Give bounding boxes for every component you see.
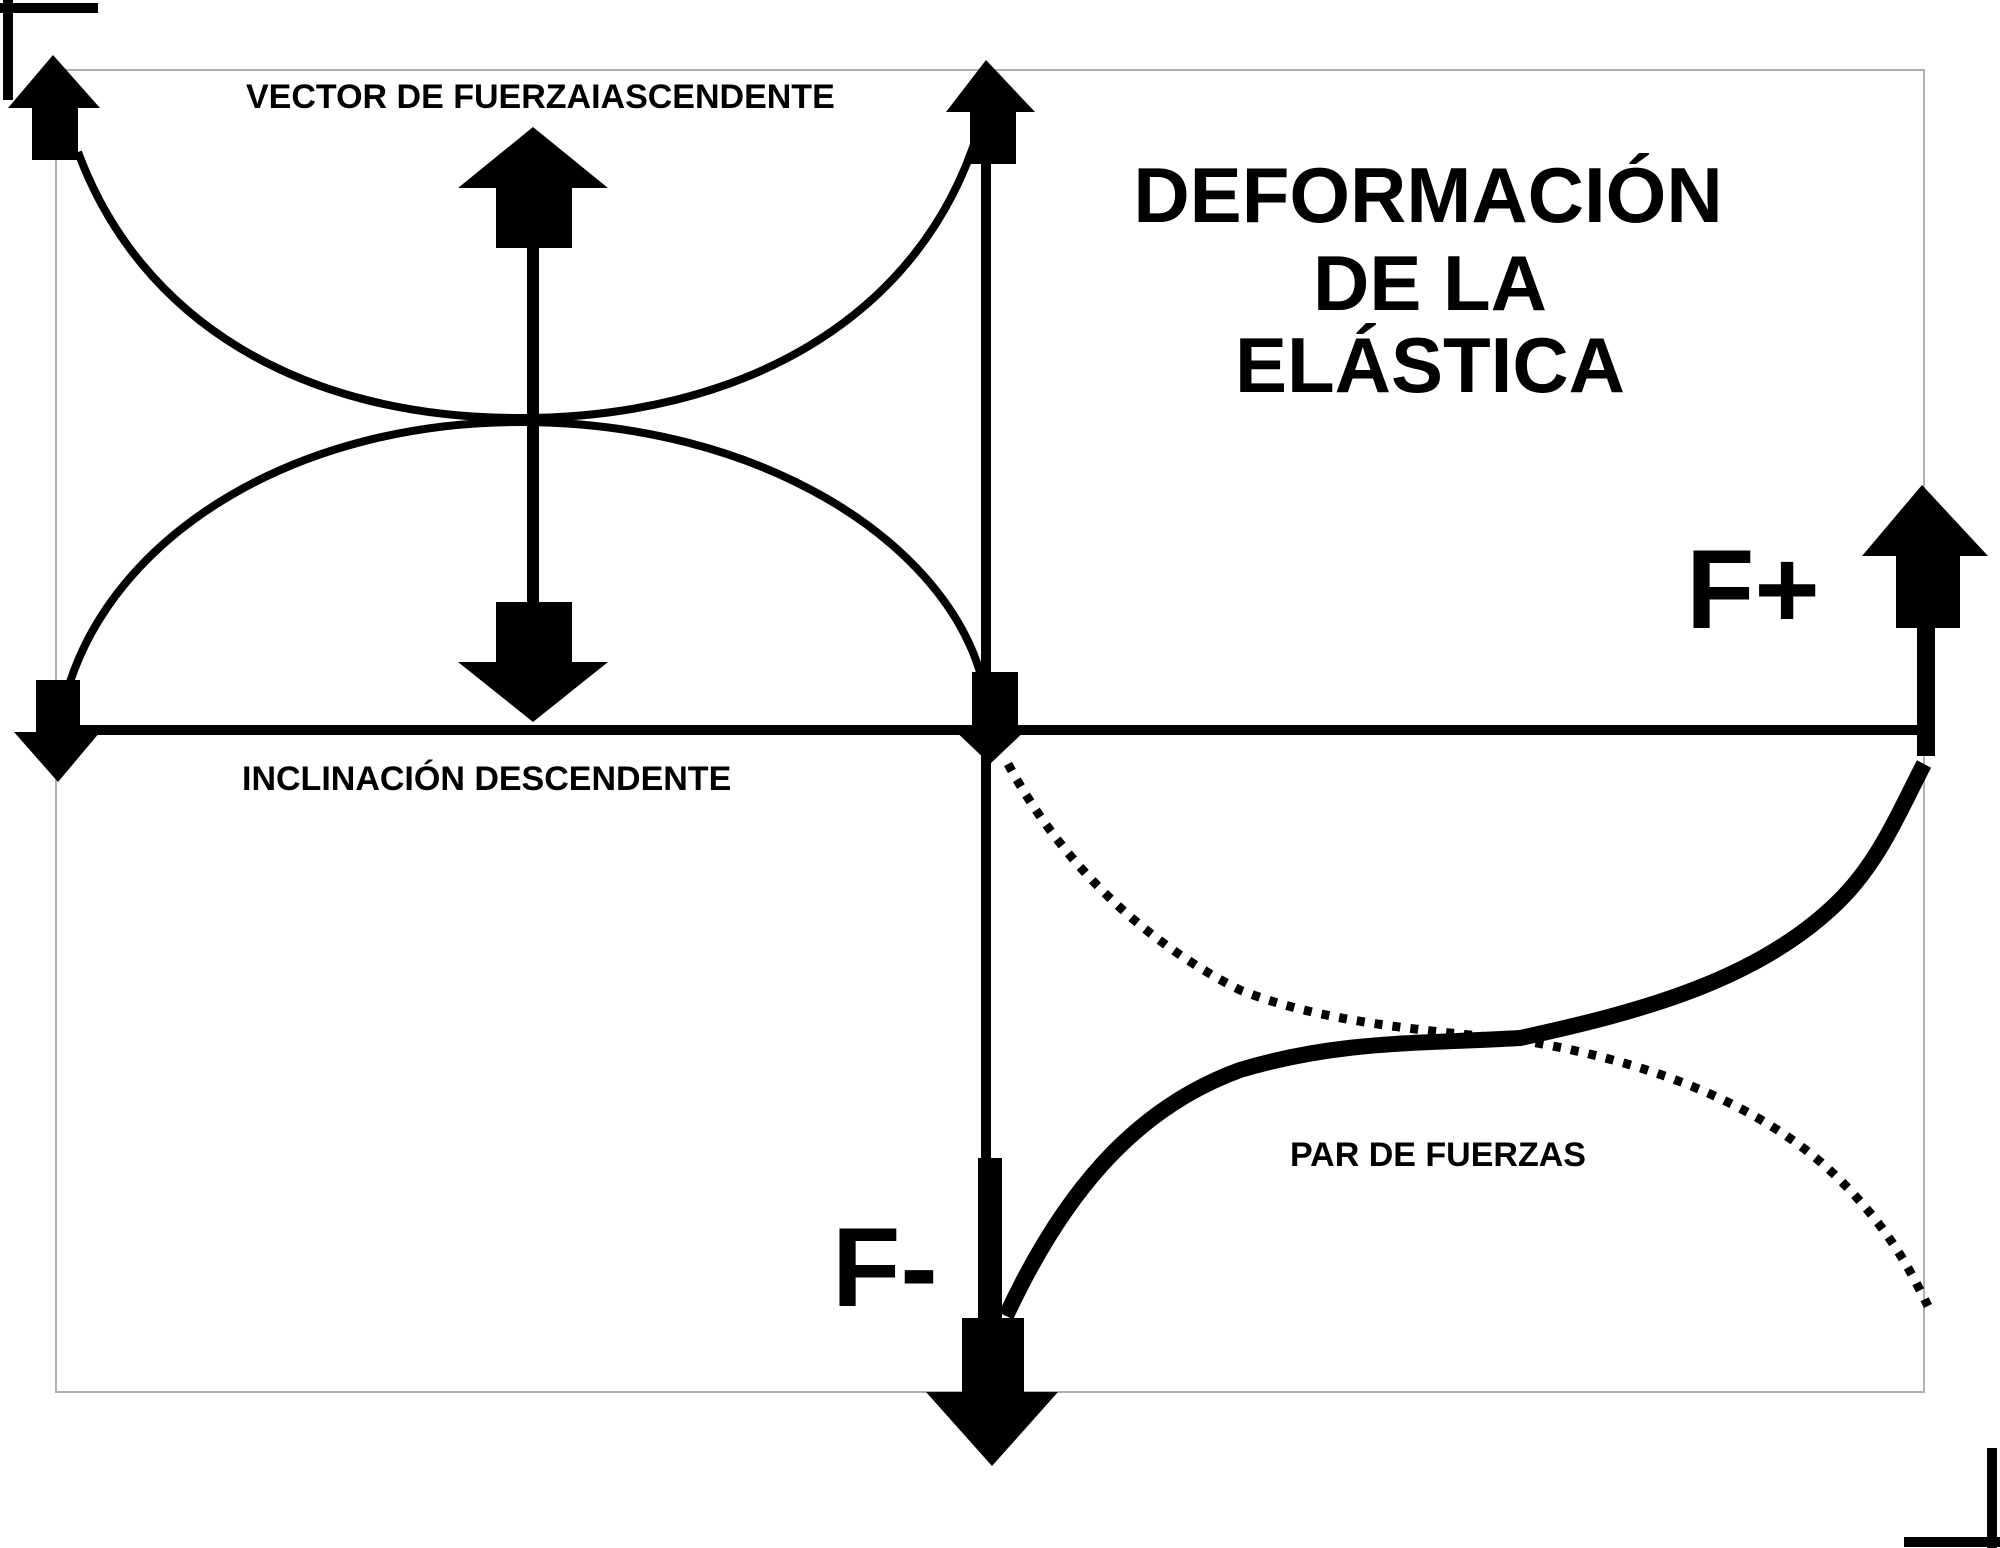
arrow-down-axis-junction (950, 672, 1030, 764)
force-couple-label: PAR DE FUERZAS (1290, 1136, 1586, 1174)
dotted-deflection-curve (1004, 761, 1933, 1309)
arrow-down-f-minus (926, 1158, 1058, 1466)
crop-mark-bottom-right (1904, 1448, 2000, 1548)
thick-deflection-curve (998, 760, 1932, 1320)
arrow-up-f-plus (1862, 485, 1988, 628)
arrow-down-bottom-left (14, 680, 100, 782)
title-line-1: DEFORMACIÓN (1133, 151, 1722, 239)
crop-mark-top-left (0, 0, 98, 100)
force-positive-label: F+ (1686, 527, 1820, 652)
arrow-up-vertical-axis (946, 60, 1035, 164)
title-line-2: DE LA (1313, 239, 1547, 327)
arrow-up-force-vector (458, 127, 608, 248)
arrow-up-top-left (8, 55, 100, 160)
downward-inclination-label: INCLINACIÓN DESCENDENTE (242, 760, 731, 798)
lower-elastic-curve (66, 417, 984, 684)
arrow-down-force-vector (458, 602, 608, 722)
force-negative-label: F- (832, 1205, 938, 1330)
title-line-3: ELÁSTICA (1235, 321, 1625, 409)
upward-force-vector-label: VECTOR DE FUERZAIASCENDENTE (246, 78, 835, 116)
